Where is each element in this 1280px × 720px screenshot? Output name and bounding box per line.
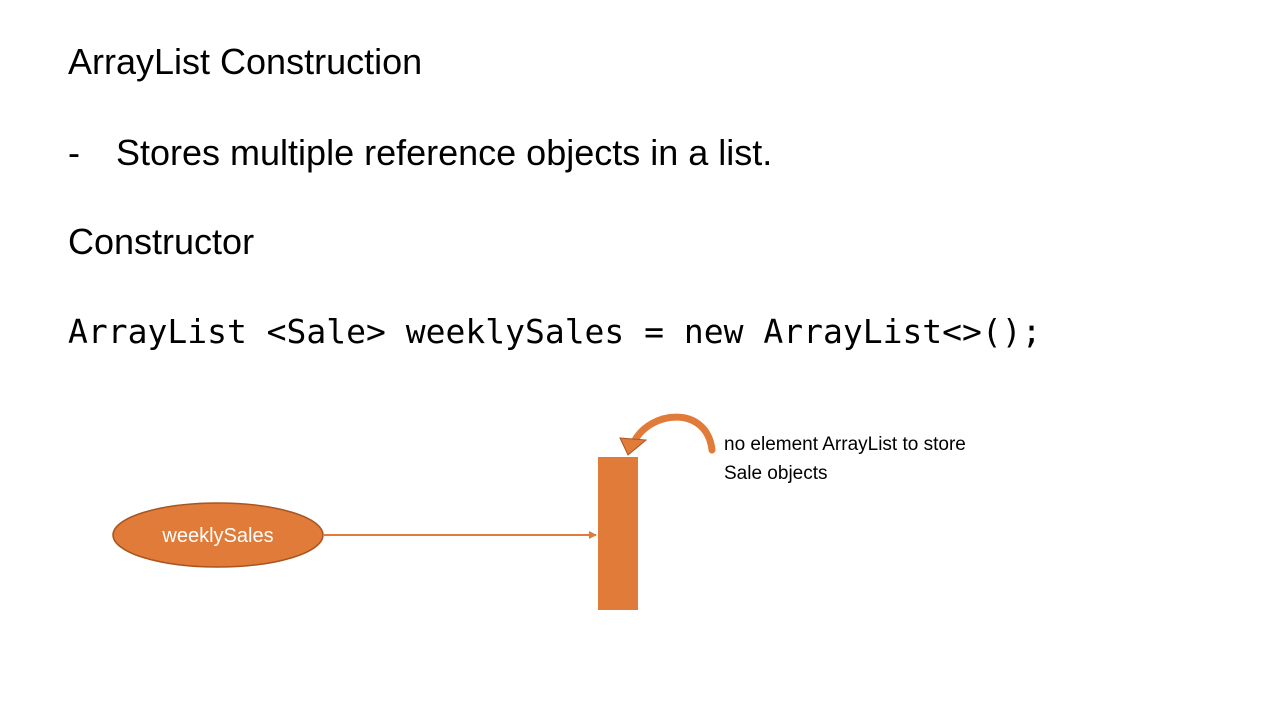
variable-label: weeklySales [161, 525, 273, 547]
bullet-marker: - [68, 132, 80, 173]
slide-title: ArrayList Construction [68, 41, 423, 82]
annotation-line-1: no element ArrayList to store [724, 434, 966, 455]
bullet-text: Stores multiple reference objects in a l… [116, 132, 773, 173]
annotation-line-2: Sale objects [724, 463, 828, 484]
section-heading: Constructor [68, 221, 255, 262]
curved-callout-arrow [630, 413, 716, 454]
code-line: ArrayList <Sale> weeklySales = new Array… [68, 312, 1042, 351]
annotation-text: no element ArrayList to store Sale objec… [724, 430, 1044, 488]
arraylist-bar [598, 457, 638, 610]
curved-arrow-head [619, 437, 648, 456]
bullet-item: -Stores multiple reference objects in a … [68, 131, 772, 175]
